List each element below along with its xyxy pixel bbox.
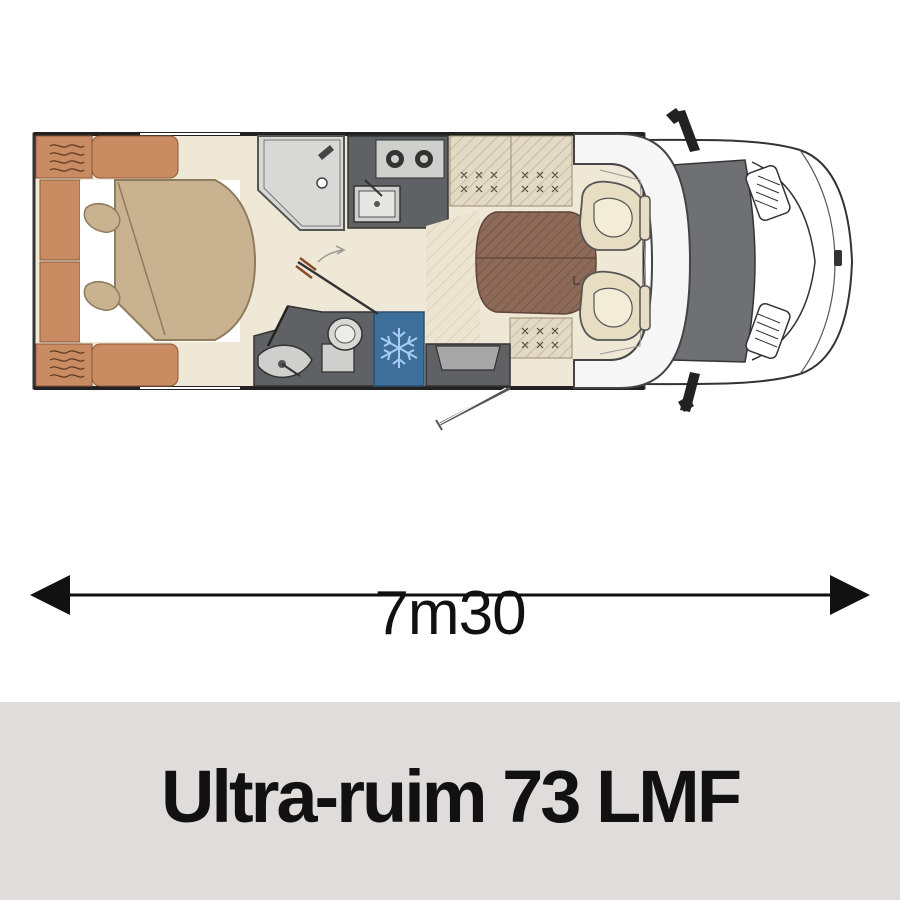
cab	[639, 108, 854, 412]
snowflake-icon	[380, 328, 418, 368]
side-mirror-top	[666, 108, 700, 152]
model-name: Ultra-ruim 73 LMF	[160, 755, 742, 838]
length-dimension-arrow	[30, 575, 870, 615]
bathroom-door	[295, 257, 379, 316]
cab-seat	[579, 180, 651, 251]
kitchen	[347, 135, 449, 229]
pillow-icon	[83, 202, 121, 233]
washbasin-icon	[257, 344, 313, 379]
fridge	[373, 311, 425, 387]
pillow-icon	[83, 280, 121, 311]
length-label: 7m30	[374, 579, 526, 648]
toilet-icon	[321, 317, 363, 373]
dinette-table	[475, 211, 597, 315]
entry-step	[425, 343, 511, 387]
stove-burner-icon	[386, 150, 433, 168]
entry-door-icon	[435, 386, 511, 431]
storage-symbol-icon	[49, 350, 85, 378]
shower-drain-icon	[316, 177, 328, 189]
arrow-icon	[317, 249, 343, 263]
cab-seat	[579, 270, 651, 341]
side-mirror-bottom	[678, 372, 700, 412]
air-vent-icon	[745, 164, 791, 222]
air-vent-icon	[745, 302, 791, 360]
storage-symbol-icon	[49, 144, 85, 172]
sink-icon	[353, 179, 401, 223]
shower	[257, 135, 345, 231]
bathroom	[253, 305, 377, 387]
seat-pattern-icon	[460, 171, 559, 349]
dinette	[426, 135, 597, 360]
shower-head-icon	[318, 145, 334, 160]
rear-bed	[35, 135, 257, 387]
model-footer: Ultra-ruim 73 LMF	[0, 702, 900, 900]
motorhome-floorplan	[32, 108, 854, 431]
bed-mattress	[114, 179, 257, 341]
